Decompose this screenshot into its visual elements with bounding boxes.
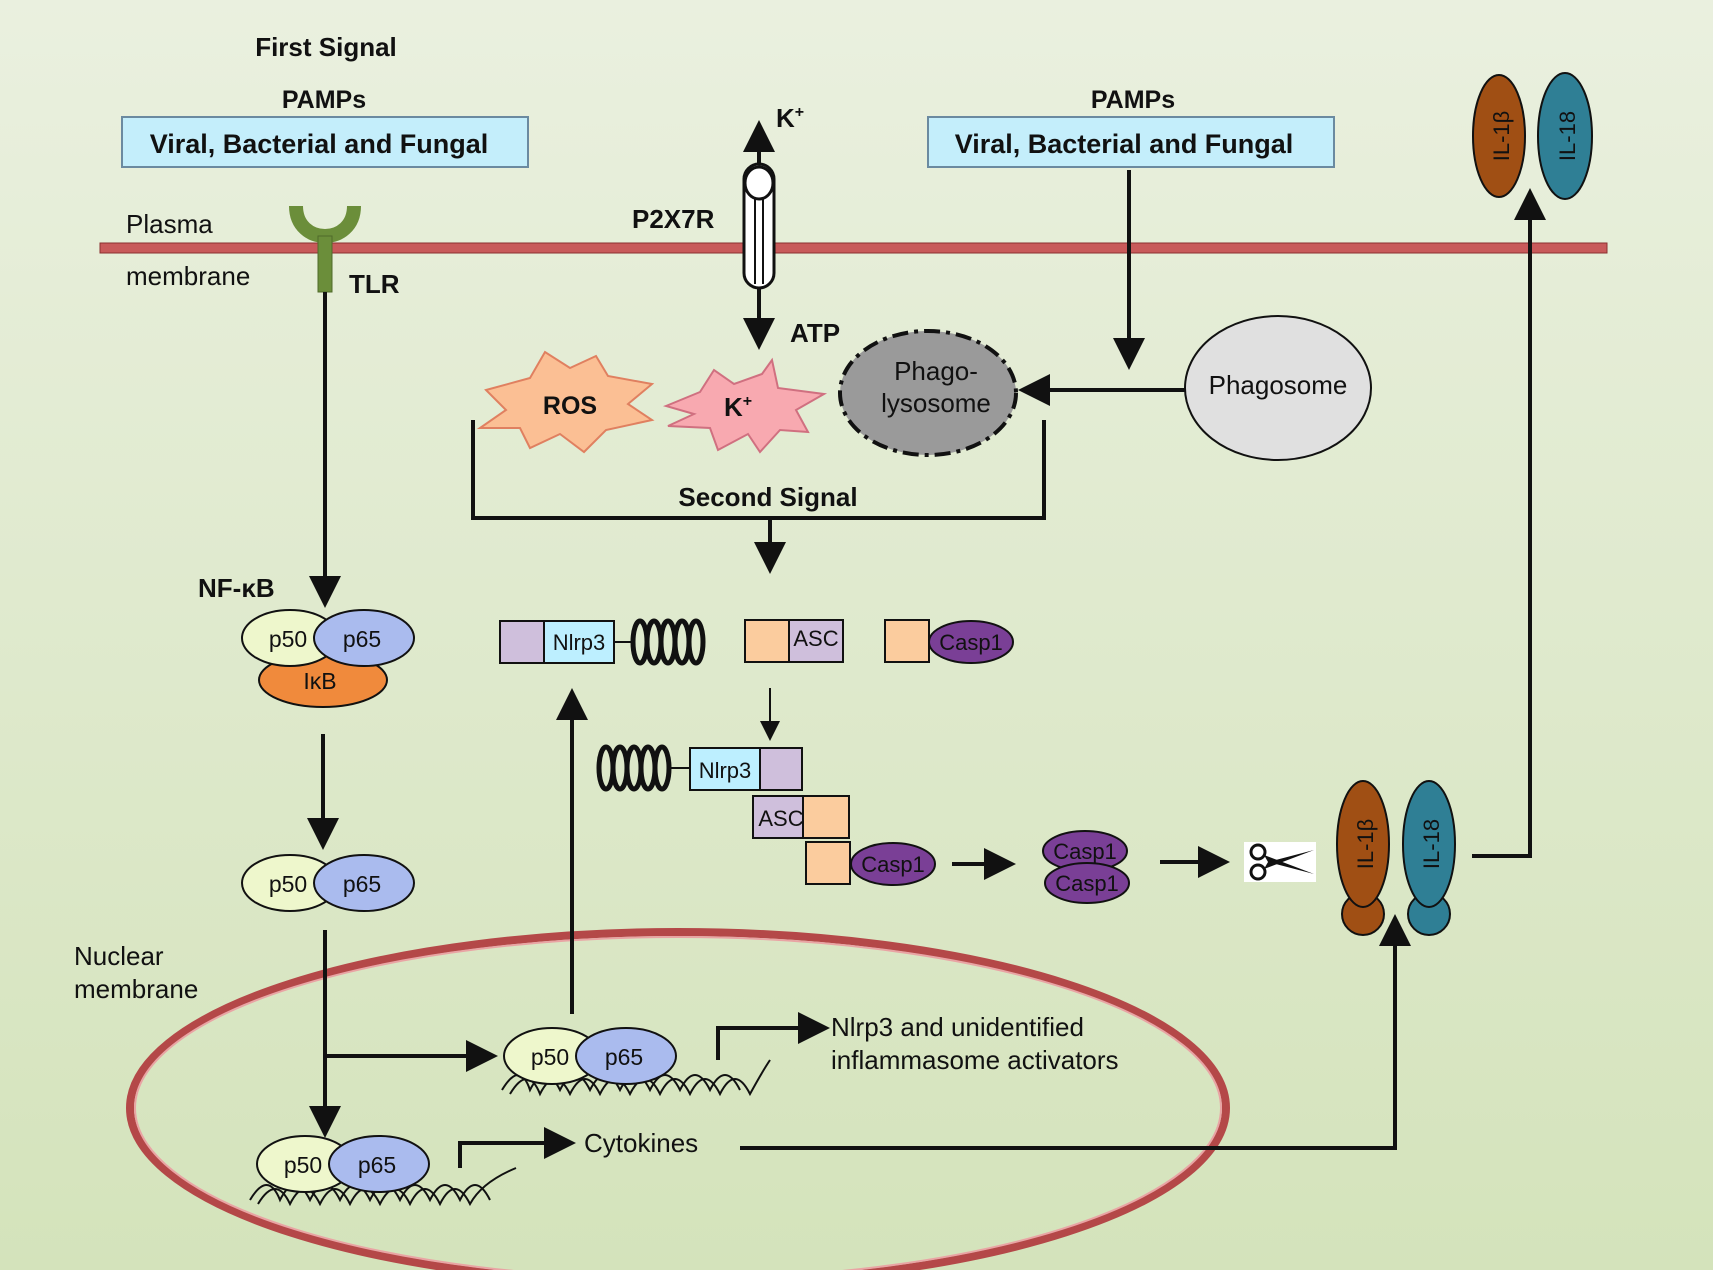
nfkb-ikb-complex xyxy=(241,609,415,708)
pamps-box-right xyxy=(927,116,1335,168)
p65 xyxy=(575,1027,677,1085)
plasma-label: Plasma xyxy=(126,209,213,239)
p65 xyxy=(313,854,415,912)
mature-il1b xyxy=(1472,74,1526,198)
ros-burst xyxy=(476,350,655,454)
p65-label: p65 xyxy=(343,626,381,652)
nfkb-dimer-free xyxy=(241,854,415,912)
p50-label: p50 xyxy=(269,871,307,897)
asc-protein xyxy=(744,619,844,663)
nfkb-dimer-nuclear-1 xyxy=(503,1027,677,1085)
pamps-label-left: PAMPs xyxy=(282,86,366,114)
target-2-label: Cytokines xyxy=(584,1128,698,1158)
target-1-line-2: inflammasome activators xyxy=(831,1045,1119,1075)
p65-label: p65 xyxy=(358,1152,396,1178)
p50-label: p50 xyxy=(269,626,307,652)
pro-il1b xyxy=(1336,780,1390,936)
active-casp1 xyxy=(1042,830,1130,904)
nuclear-label-1: Nuclear xyxy=(74,941,164,971)
asc-label: ASC xyxy=(793,626,838,651)
k-burst-label: K+ xyxy=(724,392,752,422)
ikb-label: IκB xyxy=(303,668,336,694)
nlrp3-protein xyxy=(499,618,706,666)
casp1-label: Casp1 xyxy=(1055,871,1119,896)
p65-label: p65 xyxy=(343,871,381,897)
nuclear-label-2: membrane xyxy=(74,974,198,1004)
p65 xyxy=(313,609,415,667)
phagolysosome-label-2: lysosome xyxy=(881,388,991,418)
pro-il1b-label: IL-1β xyxy=(1353,819,1378,870)
casp1-label: Casp1 xyxy=(861,852,925,877)
procasp1-protein xyxy=(884,619,1014,664)
pro-il18 xyxy=(1402,780,1456,936)
plasma-membrane xyxy=(99,242,1608,254)
p2x7r-channel xyxy=(742,162,776,290)
nfkb-dimer-nuclear-2 xyxy=(256,1135,430,1193)
nlrp3-label: Nlrp3 xyxy=(553,630,606,655)
pamps-box-right-label: Viral, Bacterial and Fungal xyxy=(955,129,1294,159)
membrane-label: membrane xyxy=(126,261,250,291)
first-signal-title: First Signal xyxy=(255,32,397,62)
mature-il18-label: IL-18 xyxy=(1555,111,1580,161)
pamps-box-left-label: Viral, Bacterial and Fungal xyxy=(150,129,489,159)
second-signal-bracket xyxy=(471,420,1046,520)
casp1-label: Casp1 xyxy=(1053,839,1117,864)
phagosome-label: Phagosome xyxy=(1209,370,1348,400)
phagolysosome xyxy=(838,329,1018,457)
target-1-line-1: Nlrp3 and unidentified xyxy=(831,1012,1084,1042)
pamps-box-left xyxy=(121,116,529,168)
transcription-arrow-2 xyxy=(458,1127,576,1168)
p65 xyxy=(328,1135,430,1193)
tlr-label: TLR xyxy=(349,269,400,299)
p50-label: p50 xyxy=(284,1152,322,1178)
cytokine-expression-arrow xyxy=(740,914,1411,1150)
mature-il1b-label: IL-1β xyxy=(1489,111,1514,162)
mature-il18 xyxy=(1537,72,1593,200)
pamps-label-right: PAMPs xyxy=(1091,86,1175,114)
nlrp3-label: Nlrp3 xyxy=(699,758,752,783)
k-out-label: K+ xyxy=(776,103,804,133)
nfkb-label: NF-κB xyxy=(198,573,275,603)
phagolysosome-label-1: Phago- xyxy=(894,356,978,386)
k-burst xyxy=(662,357,828,454)
tlr-receptor xyxy=(289,205,361,293)
p2x7r-label: P2X7R xyxy=(632,204,715,234)
second-signal-label: Second Signal xyxy=(678,482,857,512)
ros-label: ROS xyxy=(543,392,597,420)
scissors-icon xyxy=(1244,842,1316,882)
assembled-inflammasome xyxy=(596,744,936,886)
nuclear-membrane xyxy=(126,928,1230,1270)
pro-il18-label: IL-18 xyxy=(1419,819,1444,869)
atp-label: ATP xyxy=(790,318,840,348)
p65-label: p65 xyxy=(605,1044,643,1070)
p50-label: p50 xyxy=(531,1044,569,1070)
secretion-arrow xyxy=(1472,188,1546,858)
asc-label: ASC xyxy=(758,806,803,831)
transcription-arrow-1 xyxy=(716,1012,830,1060)
casp1-label: Casp1 xyxy=(939,630,1003,655)
